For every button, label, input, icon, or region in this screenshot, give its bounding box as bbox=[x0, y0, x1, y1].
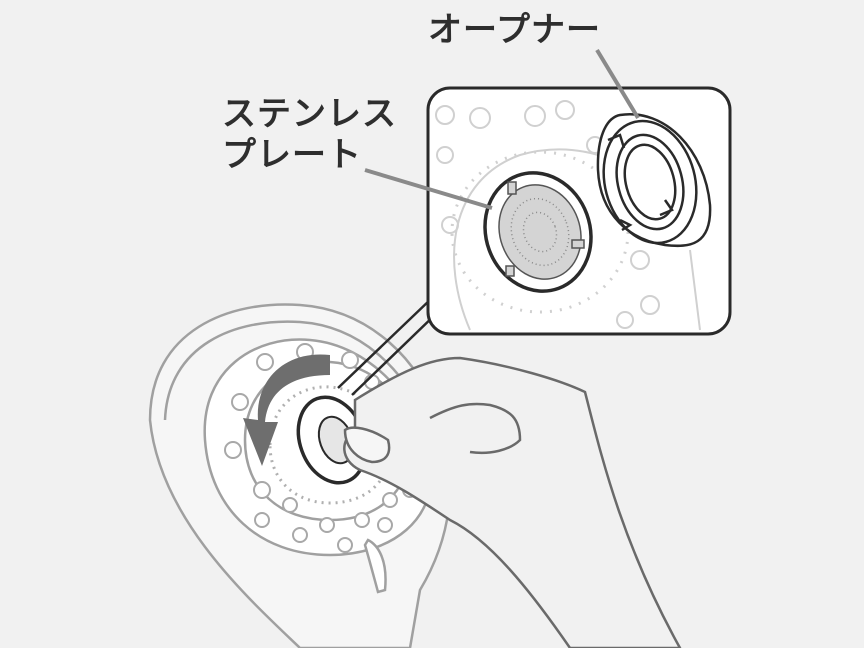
rotate-counterclockwise-arrow bbox=[243, 354, 330, 466]
stainless-plate-label-line2: プレート bbox=[222, 134, 362, 175]
opener-leader-line bbox=[595, 48, 640, 120]
stainless-plate-label-line1: ステンレス bbox=[222, 94, 397, 134]
detail-inset bbox=[426, 86, 732, 336]
plate-leader-line bbox=[364, 168, 493, 210]
stainless-plate bbox=[483, 171, 593, 293]
opener-ring bbox=[596, 112, 712, 248]
opener-label: オープナー bbox=[428, 10, 601, 50]
hand bbox=[343, 356, 682, 648]
callout-lines bbox=[337, 297, 441, 396]
stainless-plate-label: ステンレス プレート bbox=[222, 94, 397, 176]
